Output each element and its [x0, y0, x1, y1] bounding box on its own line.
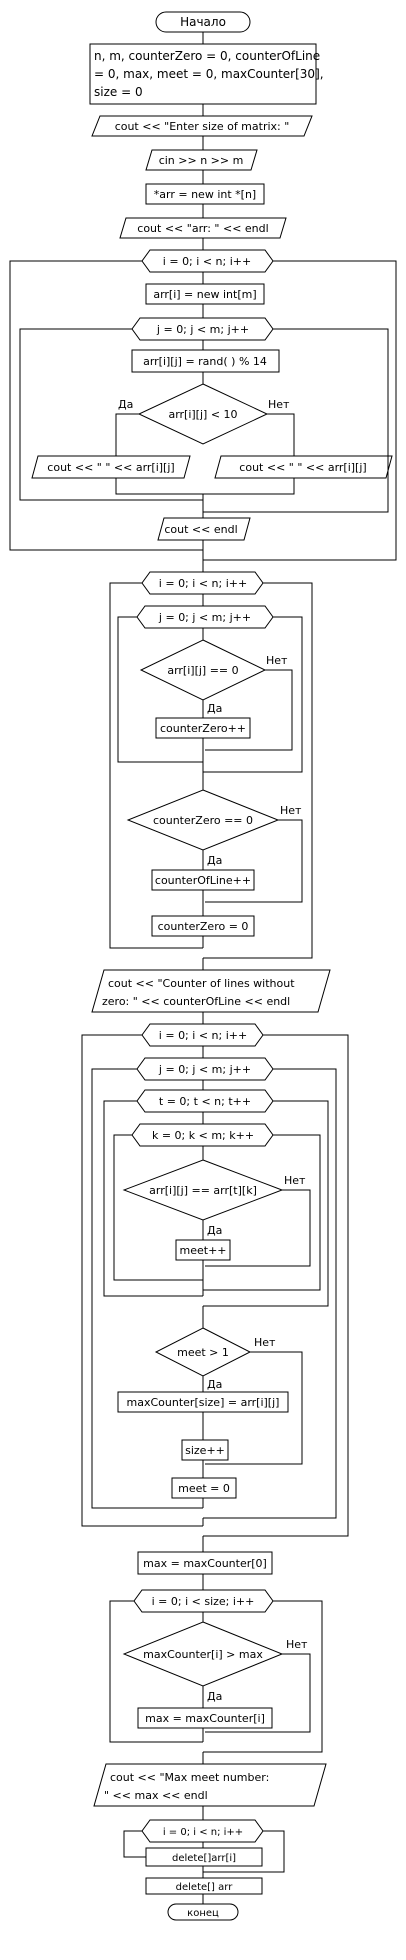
loop-k-text: k = 0; k < m; k++ — [152, 1129, 254, 1142]
inc-line-text: counterOfLine++ — [155, 874, 251, 887]
delete-arr-block — [145, 1877, 263, 1895]
output-max-meet-text-2: " << max << endl — [104, 1789, 208, 1802]
no-label-1: Нет — [268, 398, 290, 411]
loop-i5-text: i = 0; i < n; i++ — [163, 1827, 243, 1838]
output-one-space-text: cout << " " << arr[i][j] — [239, 461, 366, 474]
no-label-3: Нет — [280, 804, 302, 817]
no-label-4: Нет — [284, 1174, 306, 1187]
assign-max2-block — [137, 1707, 273, 1729]
assign-maxcounter-text: maxCounter[size] = arr[i][j] — [127, 1396, 280, 1409]
output-two-spaces — [31, 455, 191, 479]
no-label-6: Нет — [286, 1638, 308, 1651]
loop-t-text: t = 0; t < n; t++ — [159, 1095, 251, 1108]
end-text: конец — [187, 1908, 219, 1919]
output-endl — [157, 517, 251, 541]
rand-block — [131, 349, 280, 373]
loop-i3-text: i = 0; i < n; i++ — [159, 1029, 247, 1042]
inc-zero-text: counterZero++ — [160, 722, 246, 735]
start-text: Начало — [180, 15, 226, 29]
inc-meet-text: meet++ — [180, 1244, 227, 1257]
input-nm — [145, 149, 258, 171]
cond-lt10-text: arr[i][j] < 10 — [168, 408, 237, 421]
yes-label-5: Да — [207, 1378, 222, 1391]
loop-j3-text: j = 0; j < m; j++ — [158, 1063, 251, 1076]
end-terminator — [167, 1903, 239, 1921]
new-arr-text: *arr = new int *[n] — [154, 188, 256, 201]
yes-label-4: Да — [207, 1224, 222, 1237]
cond-lt10-diamond — [137, 383, 269, 445]
output-arr — [119, 217, 287, 239]
output-arr-text: cout << "arr: " << endl — [137, 222, 268, 235]
yes-label-2: Да — [207, 702, 222, 715]
yes-label-6: Да — [207, 1690, 222, 1703]
cond-eq-text: arr[i][j] == arr[t][k] — [149, 1184, 257, 1197]
output-counter-lines-text-1: cout << "Counter of lines without — [108, 977, 295, 990]
yes-label-1: Да — [118, 398, 133, 411]
cond-zero-text: arr[i][j] == 0 — [167, 664, 238, 677]
output-max-meet-text-1: cout << "Max meet number: — [110, 1771, 269, 1784]
output-counter-lines-text-2: zero: " << counterOfLine << endl — [102, 995, 290, 1008]
no-label-5: Нет — [254, 1336, 276, 1349]
reset-meet-block — [171, 1477, 237, 1499]
output-two-spaces-text: cout << " " << arr[i][j] — [47, 461, 174, 474]
output-one-space — [214, 455, 393, 479]
cond-max-text: maxCounter[i] > max — [143, 1648, 263, 1661]
delete-row-text: delete[]arr[i] — [172, 1853, 236, 1864]
init-text-1: n, m, counterZero = 0, counterOfLine — [94, 49, 320, 63]
no-label-2: Нет — [266, 654, 288, 667]
new-row-block — [145, 283, 265, 305]
input-nm-text: cin >> n >> m — [159, 154, 244, 167]
loop-j1-text: j = 0; j < m; j++ — [156, 323, 249, 336]
rand-text: arr[i][j] = rand( ) % 14 — [143, 355, 267, 368]
new-arr-block — [145, 183, 265, 205]
yes-label-3: Да — [207, 854, 222, 867]
inc-size-block — [181, 1439, 229, 1461]
reset-zero-text: counterZero = 0 — [158, 920, 249, 933]
loop-i4-text: i = 0; i < size; i++ — [152, 1595, 255, 1608]
assign-max2-text: max = maxCounter[i] — [145, 1712, 265, 1725]
cond-meet-text: meet > 1 — [177, 1346, 229, 1359]
output-counter-lines — [91, 969, 331, 1013]
init-text-3: size = 0 — [94, 85, 143, 99]
reset-meet-text: meet = 0 — [178, 1482, 230, 1495]
loop-j2-text: j = 0; j < m; j++ — [158, 611, 251, 624]
output-enter-size — [91, 115, 313, 137]
assign-max-block — [137, 1551, 273, 1575]
new-row-text: arr[i] = new int[m] — [153, 288, 256, 301]
inc-size-text: size++ — [185, 1444, 225, 1457]
cond-counter-zero-text: counterZero == 0 — [153, 814, 253, 827]
init-text-2: = 0, max, meet = 0, maxCounter[30], — [94, 67, 324, 81]
output-enter-size-text: cout << "Enter size of matrix: " — [115, 120, 290, 133]
assign-max-text: max = maxCounter[0] — [143, 1557, 267, 1570]
output-max-meet — [93, 1763, 327, 1807]
output-endl-text: cout << endl — [164, 523, 237, 536]
loop-i2-text: i = 0; i < n; i++ — [159, 577, 247, 590]
delete-arr-text: delete[] arr — [176, 1882, 234, 1893]
loop-i1-text: i = 0; i < n; i++ — [163, 255, 251, 268]
